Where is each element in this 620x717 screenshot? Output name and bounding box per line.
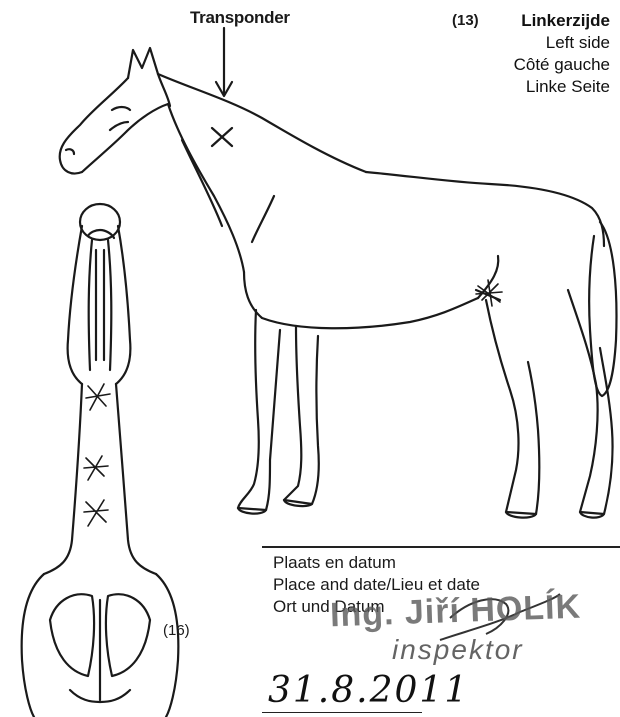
side-label-fr: Côté gauche — [514, 54, 610, 76]
front-view-number: (16) — [163, 622, 190, 639]
side-label-en: Left side — [514, 32, 610, 54]
side-label-de: Linke Seite — [514, 76, 610, 98]
date-underline — [262, 712, 422, 713]
place-date-nl: Plaats en datum — [273, 553, 396, 573]
transponder-label: Transponder — [190, 8, 290, 28]
transponder-mark — [212, 128, 232, 146]
flank-mark — [476, 280, 502, 306]
front-view-marks — [84, 384, 110, 526]
horse-side-view — [60, 48, 617, 518]
inspector-stamp-role: inspektor — [392, 634, 524, 666]
signature-divider — [262, 546, 620, 548]
side-label-block: Linkerzijde Left side Côté gauche Linke … — [514, 10, 610, 98]
transponder-arrow — [216, 28, 232, 96]
side-label-nl: Linkerzijde — [514, 10, 610, 32]
handwritten-date: 31.8.2011 — [268, 670, 469, 711]
page-number: (13) — [452, 12, 479, 29]
